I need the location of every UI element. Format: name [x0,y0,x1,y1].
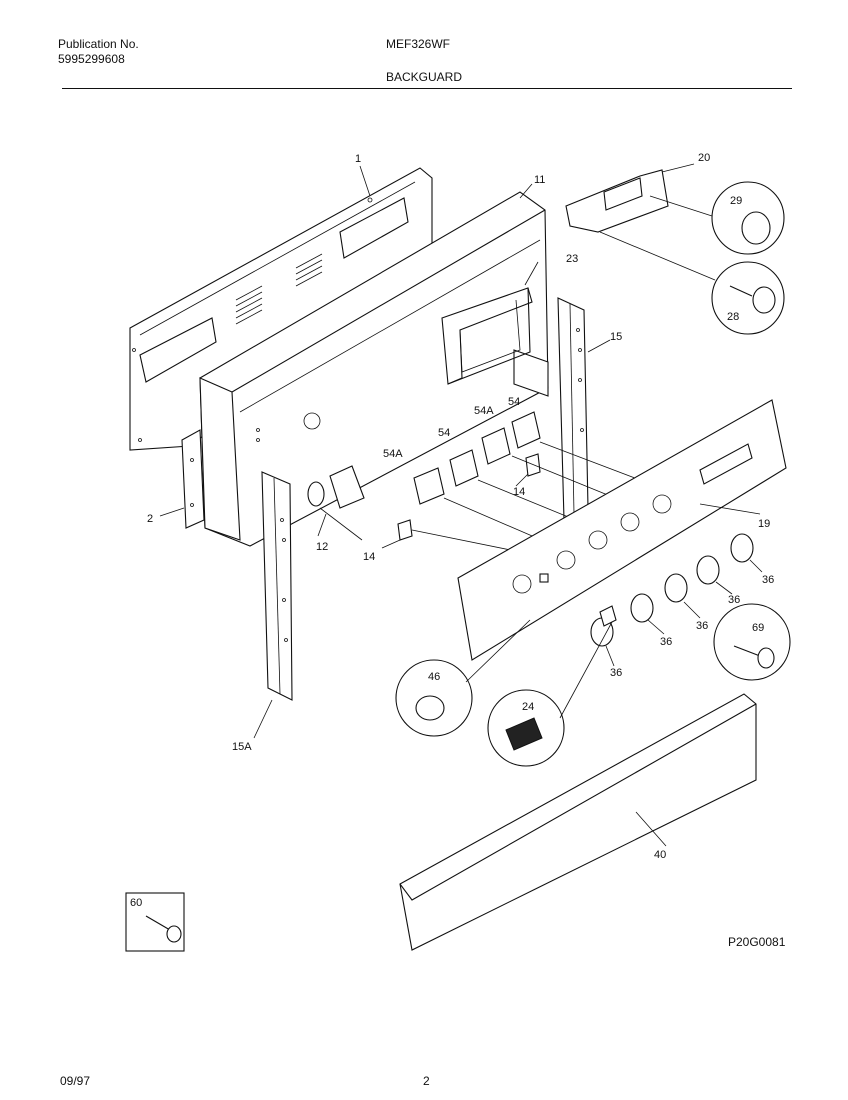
part-15-right-rail [557,297,611,521]
callout-11: 11 [534,174,545,186]
part-20-clock [565,163,716,281]
publication-number: 5995299608 [58,52,125,66]
callout-60: 60 [130,897,142,909]
callout-19: 19 [758,518,770,530]
part-40-trim [399,693,757,951]
header-rule [62,88,792,89]
part-69-screw [713,603,791,681]
part-12-terminal-block [307,465,365,541]
callout-40: 40 [654,849,666,861]
part-28-clock-knob [711,261,785,335]
part-2-side-bracket [159,429,205,529]
callout-54a-top: 54A [474,405,494,417]
callout-54-top: 54 [508,396,520,408]
callout-12: 12 [316,541,328,553]
callout-15a: 15A [232,741,252,753]
callout-14-right: 14 [513,486,525,498]
callout-54: 54 [438,427,450,439]
callout-36-e: 36 [610,667,622,679]
footer-date: 09/97 [60,1074,91,1088]
callout-69: 69 [752,622,764,634]
callout-46: 46 [428,671,440,683]
callout-24: 24 [522,701,534,713]
part-14-clips [381,453,561,561]
callout-23: 23 [566,253,578,265]
part-46-push-button [395,619,531,737]
part-11-backguard-frame [199,191,549,547]
callout-36-b: 36 [728,594,740,606]
part-36-knobs [590,533,763,667]
drawing-id: P20G0081 [728,935,786,949]
callout-2: 2 [147,513,153,525]
callout-36-c: 36 [696,620,708,632]
callout-54a: 54A [383,448,403,460]
callout-15: 15 [610,331,622,343]
part-24-rocker-switch [487,605,617,767]
callout-36-d: 36 [660,636,672,648]
part-23-bracket [441,261,539,385]
part-60-screw-box [125,892,185,952]
part-29-clock-knob [711,181,785,255]
callout-28: 28 [727,311,739,323]
callout-20: 20 [698,152,710,164]
section-title: BACKGUARD [386,70,463,84]
callout-14-left: 14 [363,551,375,563]
callout-1: 1 [355,153,361,165]
callout-36-a: 36 [762,574,774,586]
publication-label: Publication No. [58,37,139,51]
part-54-switches [413,411,641,549]
callout-29: 29 [730,195,742,207]
page-number: 2 [423,1074,430,1088]
part-15a-left-rail [253,471,293,739]
callout-labels: 1 11 20 29 23 28 15 54A 54 54 54A 14 2 1… [130,152,774,909]
part-19-control-panel [457,399,787,661]
model-number: MEF326WF [386,37,451,51]
